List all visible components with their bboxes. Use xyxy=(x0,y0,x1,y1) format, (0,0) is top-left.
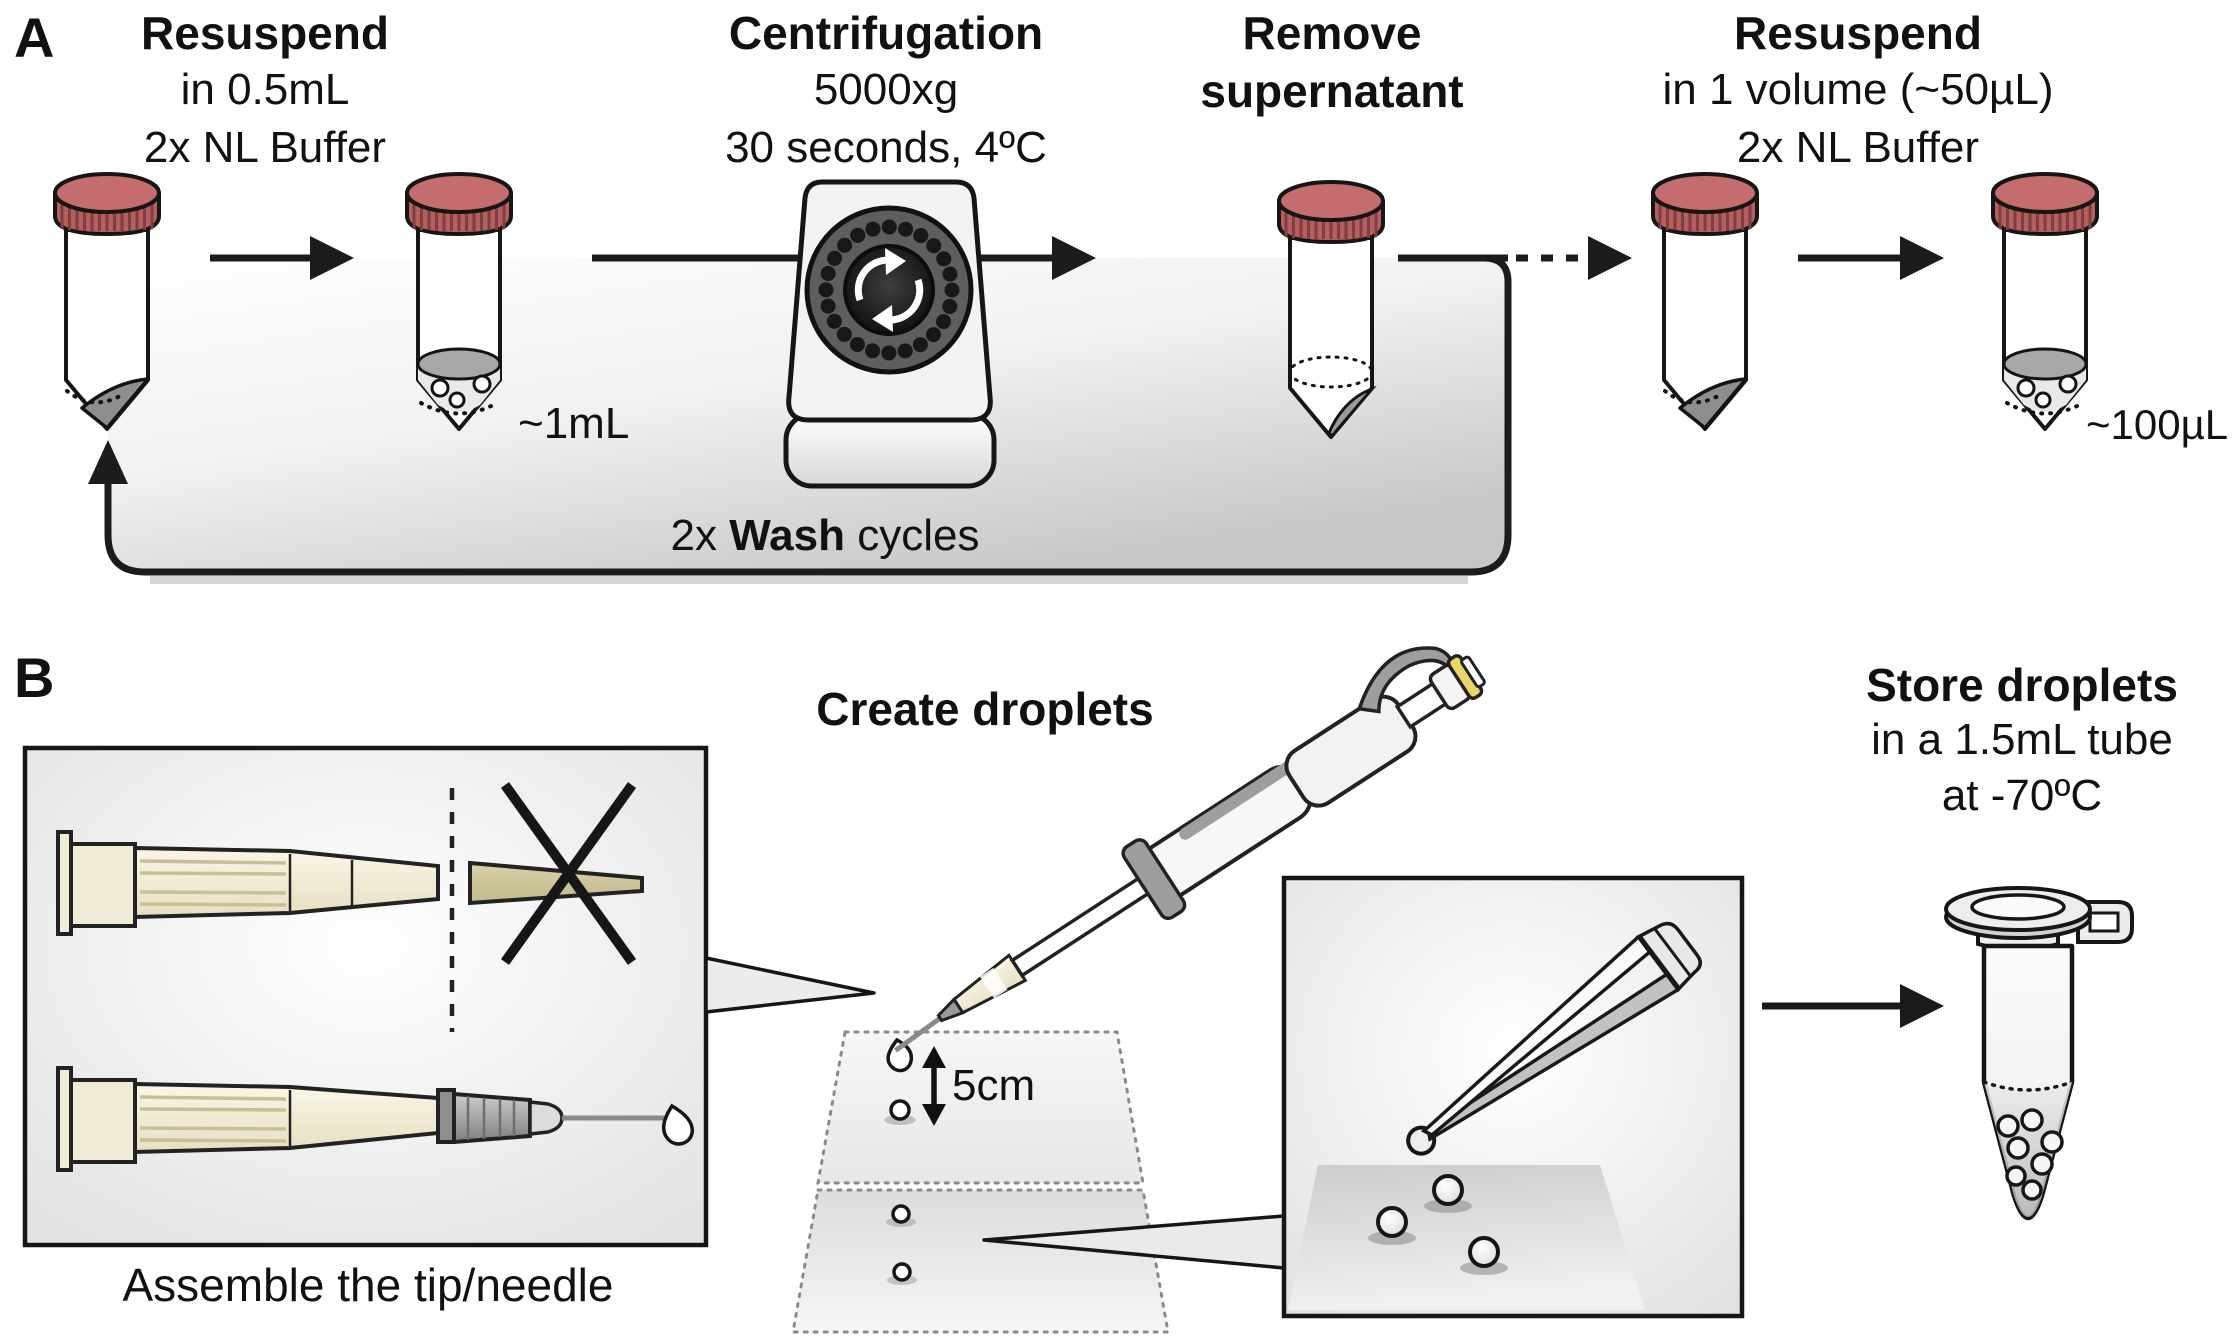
pickup-box xyxy=(1281,875,1745,1319)
wash-loop-arrow xyxy=(88,254,1512,576)
pipette-tip-needle-icon xyxy=(56,1066,694,1172)
microtube-icon xyxy=(1944,886,2134,1220)
tweezers-icon xyxy=(1406,921,1702,1156)
step1-title: Resuspend xyxy=(141,7,389,59)
wash-prefix: 2x xyxy=(670,511,730,560)
droplet-hanging-icon xyxy=(886,1037,914,1073)
step2-line3: 30 seconds, 4ºC xyxy=(725,123,1047,172)
store-arrow xyxy=(1762,984,1944,1028)
flow-arrow-1 xyxy=(210,236,354,280)
step4-line2: in 1 volume (~50µL) xyxy=(1662,65,2054,114)
store-droplets-line2: in a 1.5mL tube xyxy=(1871,715,2173,764)
pipette-tip-cut-icon xyxy=(56,782,644,1032)
wash-suffix: cycles xyxy=(844,511,980,560)
assemble-caption: Assemble the tip/needle xyxy=(122,1259,614,1311)
flow-arrow-3 xyxy=(1798,236,1944,280)
droplet-on-sheet-icon xyxy=(884,1099,916,1125)
step1-line2: in 0.5mL xyxy=(180,65,350,114)
store-droplets-line3: at -70ºC xyxy=(1941,771,2103,820)
parafilm-sheet-bottom xyxy=(791,1188,1170,1334)
step3-line2: supernatant xyxy=(1200,65,1464,117)
volume-1ml-label: ~1mL xyxy=(518,399,630,448)
store-droplets-title: Store droplets xyxy=(1866,659,2178,711)
left-callout xyxy=(704,956,876,1014)
centrifuge-icon xyxy=(783,179,997,489)
droplets-sheet2 xyxy=(886,1204,917,1285)
step2-line2: 5000xg xyxy=(813,65,959,114)
step2-title: Centrifugation xyxy=(728,7,1044,59)
rotation-arrows-icon xyxy=(854,248,924,332)
conical-tube-pellet2-icon xyxy=(1651,172,1759,431)
distance-5cm-label: 5cm xyxy=(952,1061,1036,1110)
step1-line3: 2x NL Buffer xyxy=(143,123,387,172)
wash-cycles-label: 2x Wash cycles xyxy=(575,510,1075,563)
distance-arrow xyxy=(922,1046,946,1126)
conical-tube-final-icon xyxy=(1991,172,2099,431)
wash-bold: Wash xyxy=(729,511,845,560)
x-mark-icon xyxy=(500,782,637,965)
step4-line3: 2x NL Buffer xyxy=(1736,123,1980,172)
sheet-in-box xyxy=(1288,1165,1645,1310)
pipette-icon xyxy=(894,646,1486,1053)
create-droplets-title: Create droplets xyxy=(816,683,1154,735)
step3-title: Remove xyxy=(1242,7,1422,59)
droplet-icon xyxy=(661,1103,694,1146)
volume-100ul-label: ~100µL xyxy=(2086,401,2229,448)
stored-beads xyxy=(1996,1108,2064,1201)
panel-b-label: B xyxy=(14,646,55,709)
beads-on-sheet xyxy=(1368,1174,1508,1275)
tip-assembly-box xyxy=(22,745,709,1248)
panel-a-label: A xyxy=(14,6,55,69)
step4-title: Resuspend xyxy=(1734,7,1982,59)
